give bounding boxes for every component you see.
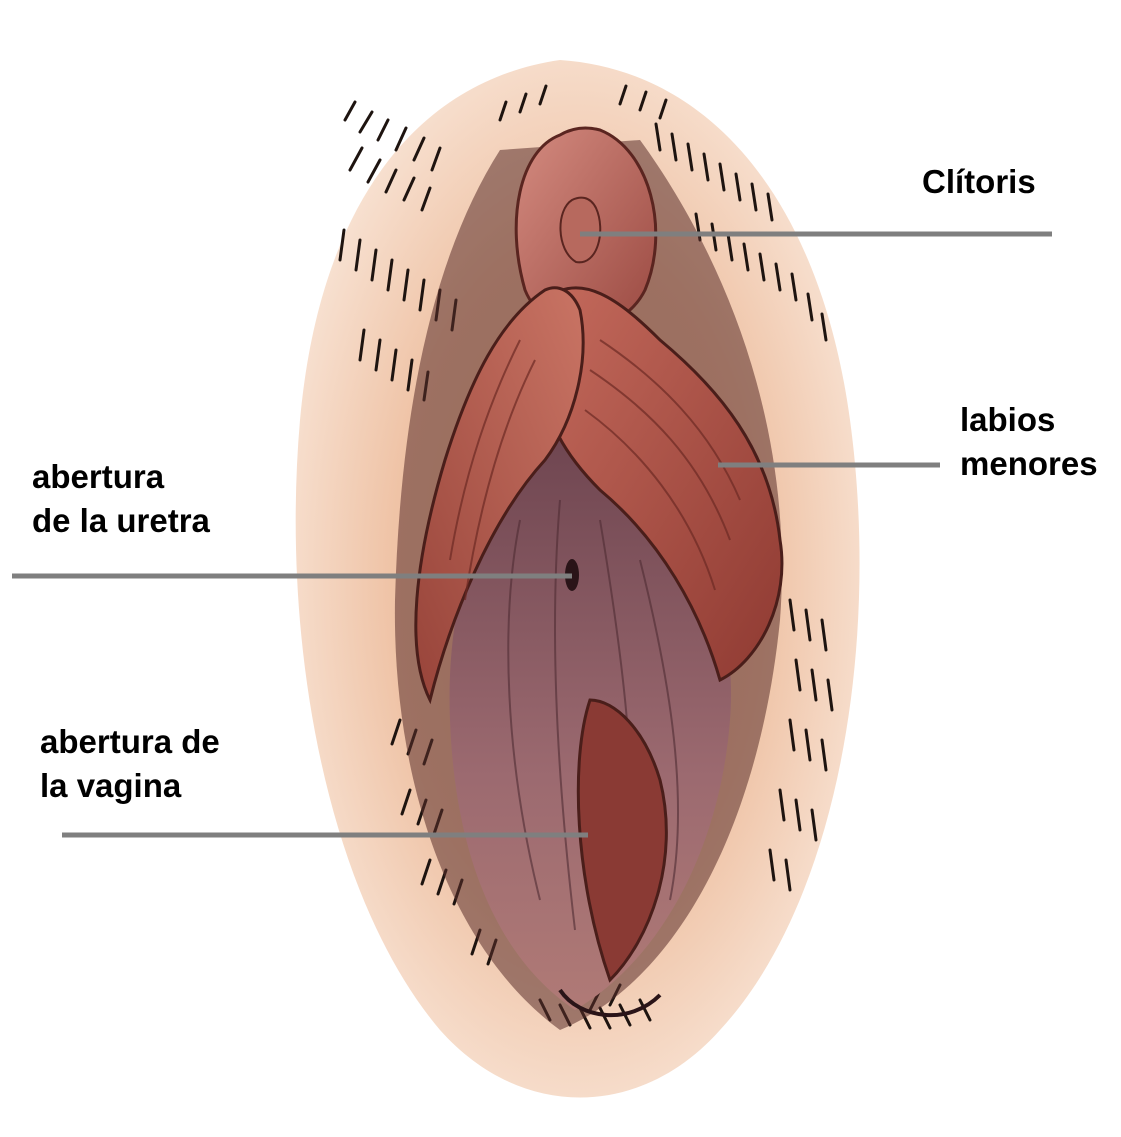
label-urethra-line1: abertura xyxy=(32,455,210,499)
label-clitoris: Clítoris xyxy=(922,160,1036,204)
label-urethral-opening: abertura de la uretra xyxy=(32,455,210,543)
label-vaginal-opening: abertura de la vagina xyxy=(40,720,220,808)
label-urethra-line2: de la uretra xyxy=(32,499,210,543)
label-vagina-line1: abertura de xyxy=(40,720,220,764)
label-labia-line2: menores xyxy=(960,442,1098,486)
clitoris-glans xyxy=(560,198,600,263)
label-clitoris-text: Clítoris xyxy=(922,160,1036,204)
label-labia-line1: labios xyxy=(960,398,1098,442)
label-labia-minora: labios menores xyxy=(960,398,1098,486)
label-vagina-line2: la vagina xyxy=(40,764,220,808)
